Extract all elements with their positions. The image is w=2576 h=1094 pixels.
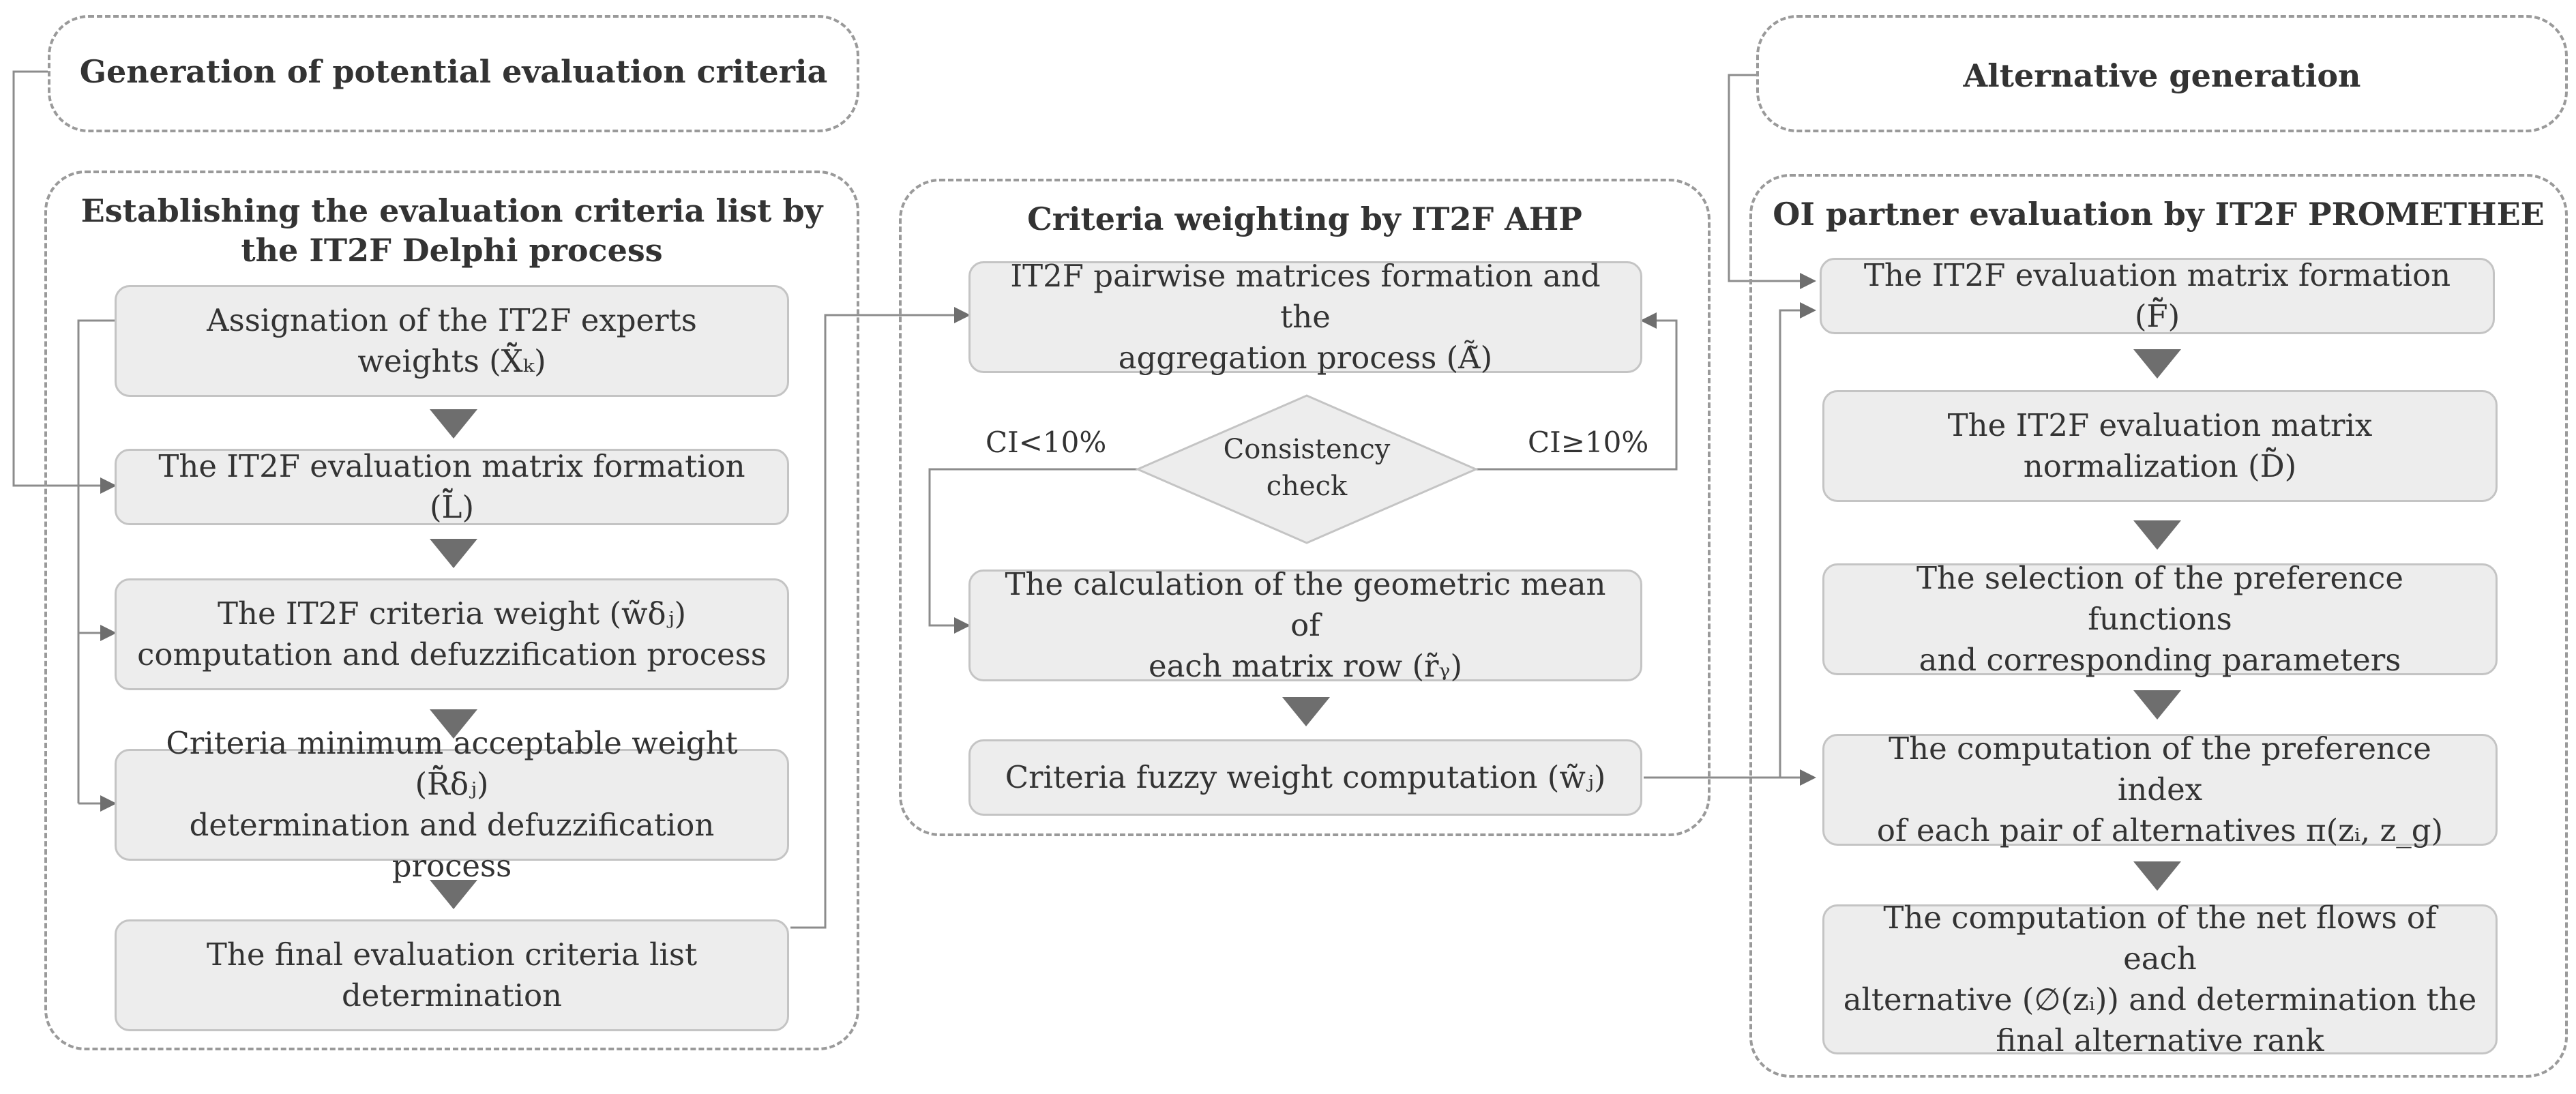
ci-low-label: CI<10% [986, 426, 1107, 459]
connector-ci-high [1476, 312, 1678, 471]
pairwise-matrices-step: IT2F pairwise matrices formation and the… [968, 258, 1642, 376]
normalization-step: The IT2F evaluation matrix normalization… [1822, 390, 2498, 502]
evaluation-matrix-text: The IT2F evaluation matrix formation (F̃… [1863, 257, 2451, 334]
consistency-check-label: Consistency check [1223, 434, 1391, 502]
geometric-mean-text: The calculation of the geometric mean of… [1005, 566, 1606, 684]
generation-group [48, 15, 859, 132]
matrix-formation-step: The IT2F evaluation matrix formation (L̃… [115, 448, 789, 525]
minimum-weight-text: Criteria minimum acceptable weight (R̃̃δ… [166, 725, 738, 884]
alternative-generation-title: Alternative generation [1963, 57, 2361, 94]
delphi-group [44, 171, 859, 1050]
preference-index-text: The computation of the preference index … [1876, 730, 2444, 848]
preference-index-step: The computation of the preference index … [1822, 730, 2498, 848]
connector-bus-to-evaluation [1779, 302, 1816, 778]
preference-functions-text: The selection of the preference function… [1916, 560, 2403, 678]
ahp-group [899, 179, 1711, 836]
final-criteria-list-step: The final evaluation criteria list deter… [115, 919, 789, 1031]
normalization-text: The IT2F evaluation matrix normalization… [1947, 407, 2373, 484]
down-arrow-right-4 [2133, 861, 2181, 891]
criteria-weight-text: The IT2F criteria weight (w̃̃δⱼ) computa… [137, 595, 767, 672]
down-arrow-right-3 [2133, 690, 2181, 720]
connector-weights-bus [77, 319, 115, 803]
connector-generation-to-matrix [12, 70, 117, 494]
net-flows-step: The computation of the net flows of each… [1822, 900, 2498, 1059]
alternative-generation-group [1756, 15, 2568, 132]
criteria-weight-step: The IT2F criteria weight (w̃̃δⱼ) computa… [115, 578, 789, 690]
experts-weights-step: Assignation of the IT2F experts weights … [115, 285, 789, 397]
promethee-group [1749, 174, 2568, 1078]
down-arrow-left-4 [430, 880, 477, 909]
evaluation-matrix-step: The IT2F evaluation matrix formation (F̃… [1820, 257, 2495, 334]
ci-high-label: CI≥10% [1528, 426, 1649, 459]
preference-functions-step: The selection of the preference function… [1822, 560, 2498, 678]
final-criteria-list-text: The final evaluation criteria list deter… [206, 936, 698, 1014]
down-arrow-middle [1282, 697, 1330, 726]
down-arrow-right-2 [2133, 520, 2181, 550]
down-arrow-left-2 [430, 539, 477, 568]
delphi-title: Establishing the evaluation criteria lis… [80, 192, 823, 269]
fuzzy-weight-step: Criteria fuzzy weight computation (w̃̃ⱼ) [968, 739, 1642, 816]
down-arrow-left-1 [430, 409, 477, 439]
generation-title: Generation of potential evaluation crite… [79, 53, 828, 90]
matrix-formation-text: The IT2F evaluation matrix formation (L̃… [158, 448, 745, 525]
minimum-weight-step: Criteria minimum acceptable weight (R̃̃δ… [115, 725, 789, 884]
fuzzy-weight-text: Criteria fuzzy weight computation (w̃̃ⱼ) [1005, 759, 1606, 795]
ahp-title: Criteria weighting by IT2F AHP [1027, 201, 1582, 237]
promethee-title: OI partner evaluation by IT2F PROMETHEE [1773, 196, 2545, 233]
consistency-check-diamond [1135, 394, 1479, 544]
connector-alternatives-to-evaluation [1728, 74, 1816, 289]
connector-final-list-to-pairwise [790, 307, 971, 929]
pairwise-matrices-text: IT2F pairwise matrices formation and the… [1010, 258, 1601, 376]
net-flows-text: The computation of the net flows of each… [1843, 900, 2477, 1059]
down-arrow-right-1 [2133, 349, 2181, 379]
connector-ci-low [928, 468, 1138, 634]
down-arrow-left-3 [430, 709, 477, 739]
geometric-mean-step: The calculation of the geometric mean of… [968, 566, 1642, 684]
experts-weights-text: Assignation of the IT2F experts weights … [207, 302, 697, 379]
